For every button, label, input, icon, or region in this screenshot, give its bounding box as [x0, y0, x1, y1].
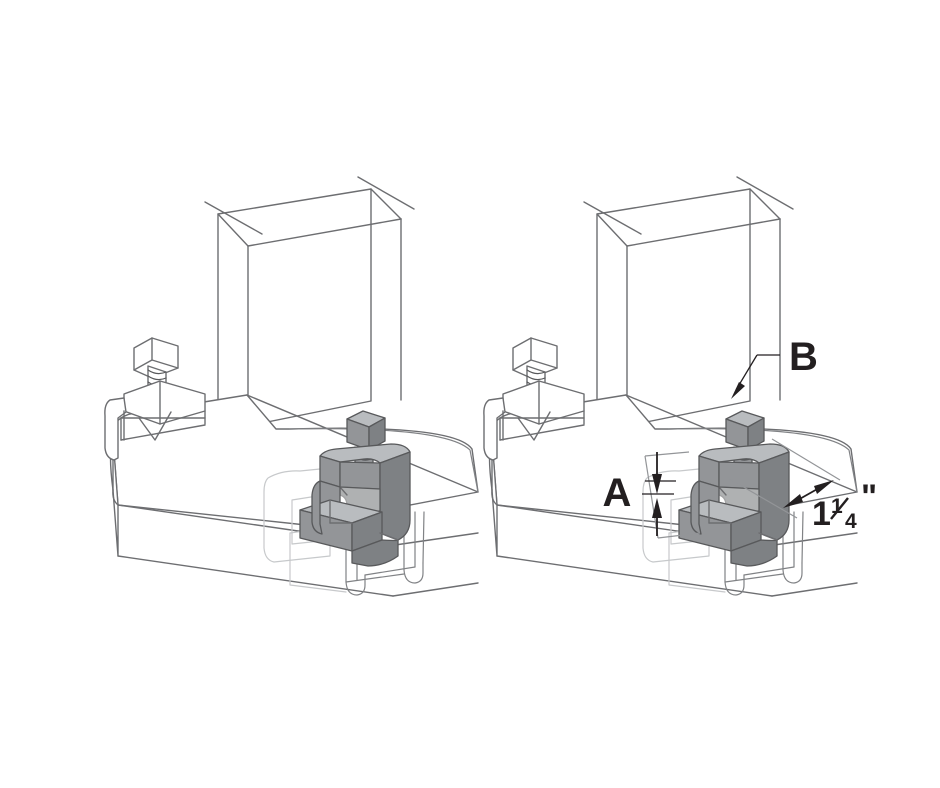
- fraction-slash: [830, 497, 849, 520]
- dimension-width-unit: ": [861, 478, 877, 516]
- clamp-upper-arm-top-left: [319, 443, 411, 464]
- clamp-hidden-outline-left: [263, 467, 331, 563]
- arrowhead-b: [731, 382, 745, 399]
- beam-web-left: [204, 176, 415, 459]
- clamp-far-left-outline: [104, 337, 206, 461]
- beam-clamp-assembly-right: A B 1 1 4 ": [483, 176, 877, 597]
- clamp-near-left-shaded: [299, 410, 411, 567]
- dimension-width-text: 1 1 4 ": [812, 478, 877, 533]
- clamp-back-column-left: [379, 451, 411, 541]
- dimension-b-label: B: [789, 335, 818, 379]
- arrowhead-a-lower: [652, 498, 662, 518]
- dimension-callout-a: A: [603, 451, 701, 539]
- beam-clamp-assembly-left: [104, 176, 479, 597]
- clamp-hidden-outline-right: [642, 467, 710, 563]
- dimension-callout-b: B: [731, 335, 818, 399]
- arrowhead-a-upper: [652, 474, 662, 494]
- clamp-back-column-right: [758, 451, 790, 541]
- dimension-width-denominator: 4: [845, 510, 857, 533]
- clamp-near-right-shaded: [678, 410, 790, 567]
- arrowhead-width-right: [814, 480, 834, 494]
- beam-web-right: [583, 176, 794, 459]
- arrowhead-width-left: [783, 494, 803, 508]
- dimension-width-whole: 1: [812, 495, 831, 533]
- dimension-callout-width: 1 1 4 ": [727, 438, 877, 533]
- dimension-a-label: A: [603, 471, 632, 515]
- dimension-width-numerator: 1: [831, 495, 843, 518]
- clamp-far-right-outline: [483, 337, 585, 461]
